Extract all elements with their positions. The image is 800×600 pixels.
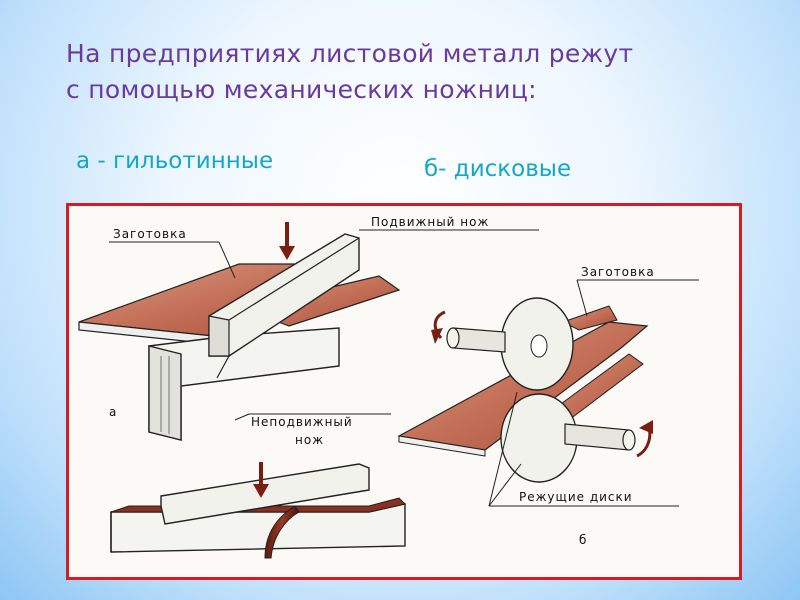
movable-knife-caption: Подвижный нож [371,215,489,229]
cross-section-curled-strip [264,505,300,559]
cross-section-down-arrow-icon [253,462,269,498]
shears-illustration: Заготовка Подвижный нож Неподвижный нож … [66,203,742,580]
slide-title: На предприятиях листовой металл режут с … [66,36,766,108]
shears-diagram-svg: Заготовка Подвижный нож Неподвижный нож … [78,215,699,559]
rotate-ccw-arrow-icon [431,310,446,344]
label-disc: б- дисковые [424,156,572,182]
guillotine-marker: а [109,405,117,419]
disc-marker: б [579,533,587,547]
guillotine-cross-section [110,462,406,559]
label-guillotine: а - гильотинные [76,148,274,174]
fixed-knife-caption-line-2: нож [295,433,324,447]
guillotine-blank-caption: Заготовка [113,227,187,241]
guillotine-shears: Заготовка Подвижный нож Неподвижный нож … [78,215,539,447]
disc-blank-caption: Заготовка [581,265,655,279]
title-line-1: На предприятиях листовой металл режут [66,39,634,68]
title-line-2: с помощью механических ножниц: [66,75,537,104]
cutting-discs-caption: Режущие диски [519,490,633,504]
fixed-knife-caption-line-1: Неподвижный [251,415,353,429]
disc-shears: Заготовка Режущие диски б [397,265,699,547]
rotate-cw-arrow-icon [636,420,653,458]
guillotine-down-arrow-icon [279,222,295,260]
